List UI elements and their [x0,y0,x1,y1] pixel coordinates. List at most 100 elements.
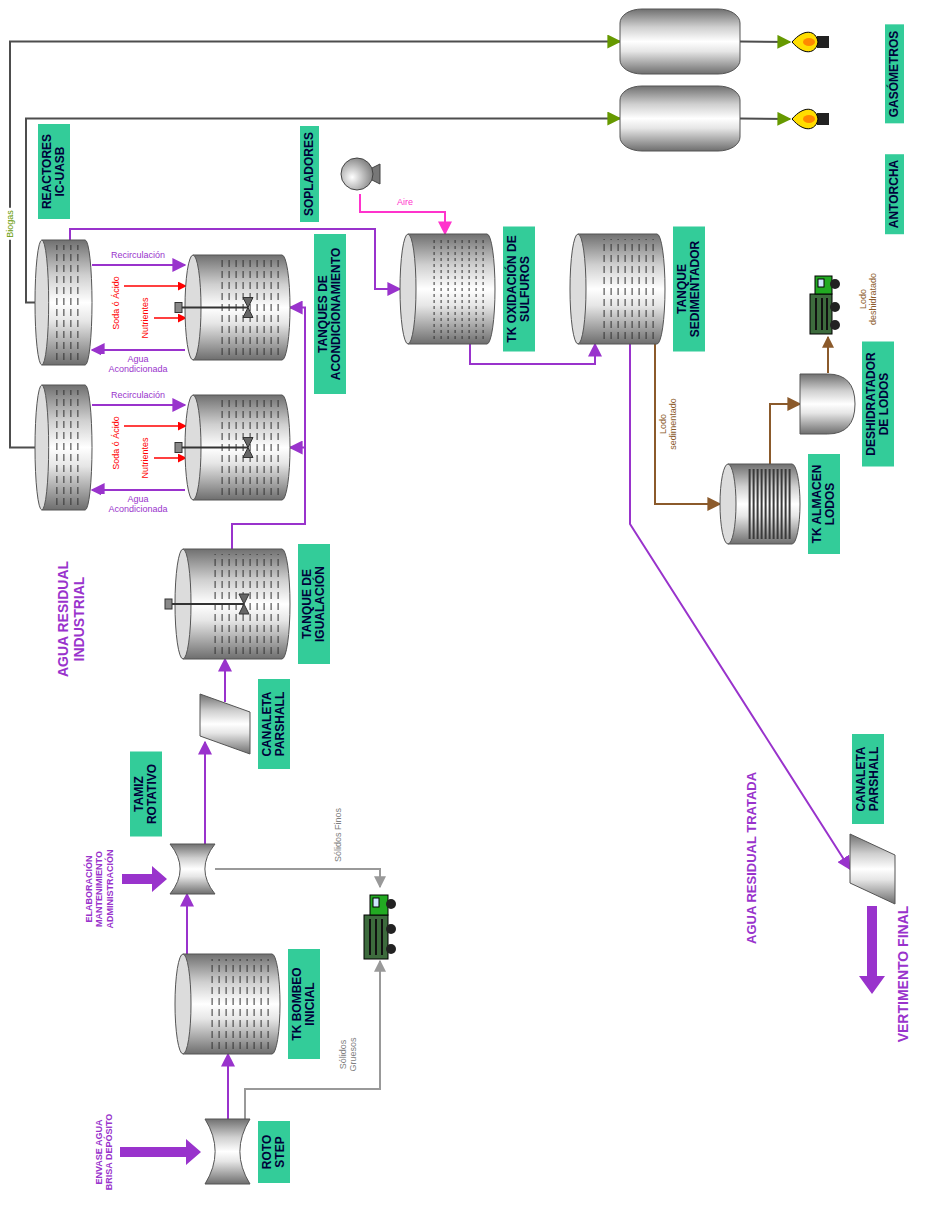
liquid-line [278,400,279,495]
truck-icon [364,895,396,959]
liquid-line [618,239,619,339]
flow-label: Agua Acondicionada [101,494,175,514]
liquid-line [604,239,605,339]
tank-body [42,385,92,510]
process-unit: CANALETA PARSHALL [200,694,250,754]
process-unit: TK ALMACEN LODOS [720,464,800,544]
liquid-line [250,400,251,495]
tank-top [570,234,586,344]
unit-label: GASÓMETROS [885,25,904,124]
tank-top [175,954,191,1054]
solids-line [215,869,380,887]
liquid-line [653,239,654,339]
flare-core [803,115,815,123]
gasholder-drum [620,9,740,74]
liquid-line [765,469,767,539]
flow-label: Recirculación [109,390,167,400]
flare-base [817,36,829,48]
discharge-arrow [859,906,885,994]
flare-flame [792,32,818,52]
liquid-line [63,390,64,505]
unit-label: TANQUE SEDIMENTADOR [673,227,705,352]
truck-cab [815,276,832,294]
annotation-text: ENVASE AGUA BRISA DEPÓSITO [94,1111,115,1193]
unit-label: TANQUES DE ACONDICIONAMIENTO [314,234,346,394]
unit-label: TK BOMBEO INICIAL [288,949,320,1059]
unit-illustration [185,255,290,500]
truck-box [810,294,832,334]
process-unit: DESHIDRATADOR DE LODOS [800,374,855,434]
flume-shape [850,834,895,904]
liquid-line [476,239,477,339]
liquid-line [240,959,241,1049]
agitator-shaft [182,307,248,309]
liquid-line [278,260,279,355]
unit-illustration [35,240,92,510]
tank-top [35,240,49,365]
agitator-blade [243,438,253,458]
flow-line [360,194,445,234]
liquid-line [257,260,258,355]
agitator-motor [175,303,182,313]
liquid-line [250,554,251,654]
tank-body [408,234,495,344]
flume-shape [200,694,250,754]
liquid-line [271,400,272,495]
unit-label: ROTO STEP [258,1121,290,1183]
liquid-line [219,959,220,1049]
process-unit: TANQUE DE IGUALACIÓN [175,549,290,659]
liquid-line [441,239,442,339]
dosing-arrow [124,425,186,427]
flow-line [740,118,790,121]
annotation-text: Sólidos Gruesos [338,1027,359,1082]
liquid-line [455,239,456,339]
unit-label: DESHIDRATADOR DE LODOS [862,342,894,467]
unit-label: TANQUE DE IGUALACIÓN [298,544,330,664]
flare-flame [792,109,818,129]
unit-illustration [570,234,665,344]
screen-shape [205,1119,250,1184]
annotation-text: Sólidos Finos [333,808,343,862]
flow-label: Agua Acondicionada [101,354,175,374]
tank-body [728,464,800,544]
annotation-text: AGUA RESIDUAL TRATADA [745,772,760,944]
liquid-line [77,245,78,360]
unit-label: CANALETA PARSHALL [258,679,290,769]
process-unit: TANQUES DE ACONDICIONAMIENTO [185,255,290,500]
unit-illustration [790,26,830,135]
process-unit: TANQUE SEDIMENTADOR [570,234,665,344]
liquid-line [264,554,265,654]
liquid-line [257,400,258,495]
process-unit: ANTORCHA [790,26,830,135]
liquid-line [226,959,227,1049]
liquid-line [462,239,463,339]
process-unit: TK BOMBEO INICIAL [175,954,280,1054]
unit-illustration [720,464,800,544]
dewater-shape [800,374,855,434]
gasholder-drum [620,86,740,151]
agitator-blade [243,298,253,318]
liquid-line [250,260,251,355]
agitator-blade [239,594,249,614]
truck-stripe [821,298,823,330]
dosing-arrow [154,457,186,459]
liquid-line [781,469,783,539]
flow-line [92,489,185,491]
liquid-line [70,245,71,360]
screen-shape [170,844,215,894]
liquid-line [639,239,640,339]
unit-illustration [200,694,250,754]
flow-line [740,41,790,44]
liquid-line [625,239,626,339]
unit-illustration [175,954,280,1054]
unit-illustration [800,374,855,434]
truck-wheel [386,924,396,934]
process-unit: SOPLADORES [340,154,380,194]
liquid-line [483,239,484,339]
unit-illustration [400,234,495,344]
liquid-line [448,239,449,339]
inlet-arrow [122,866,167,892]
unit-illustration [340,154,380,194]
liquid-line [789,469,791,539]
